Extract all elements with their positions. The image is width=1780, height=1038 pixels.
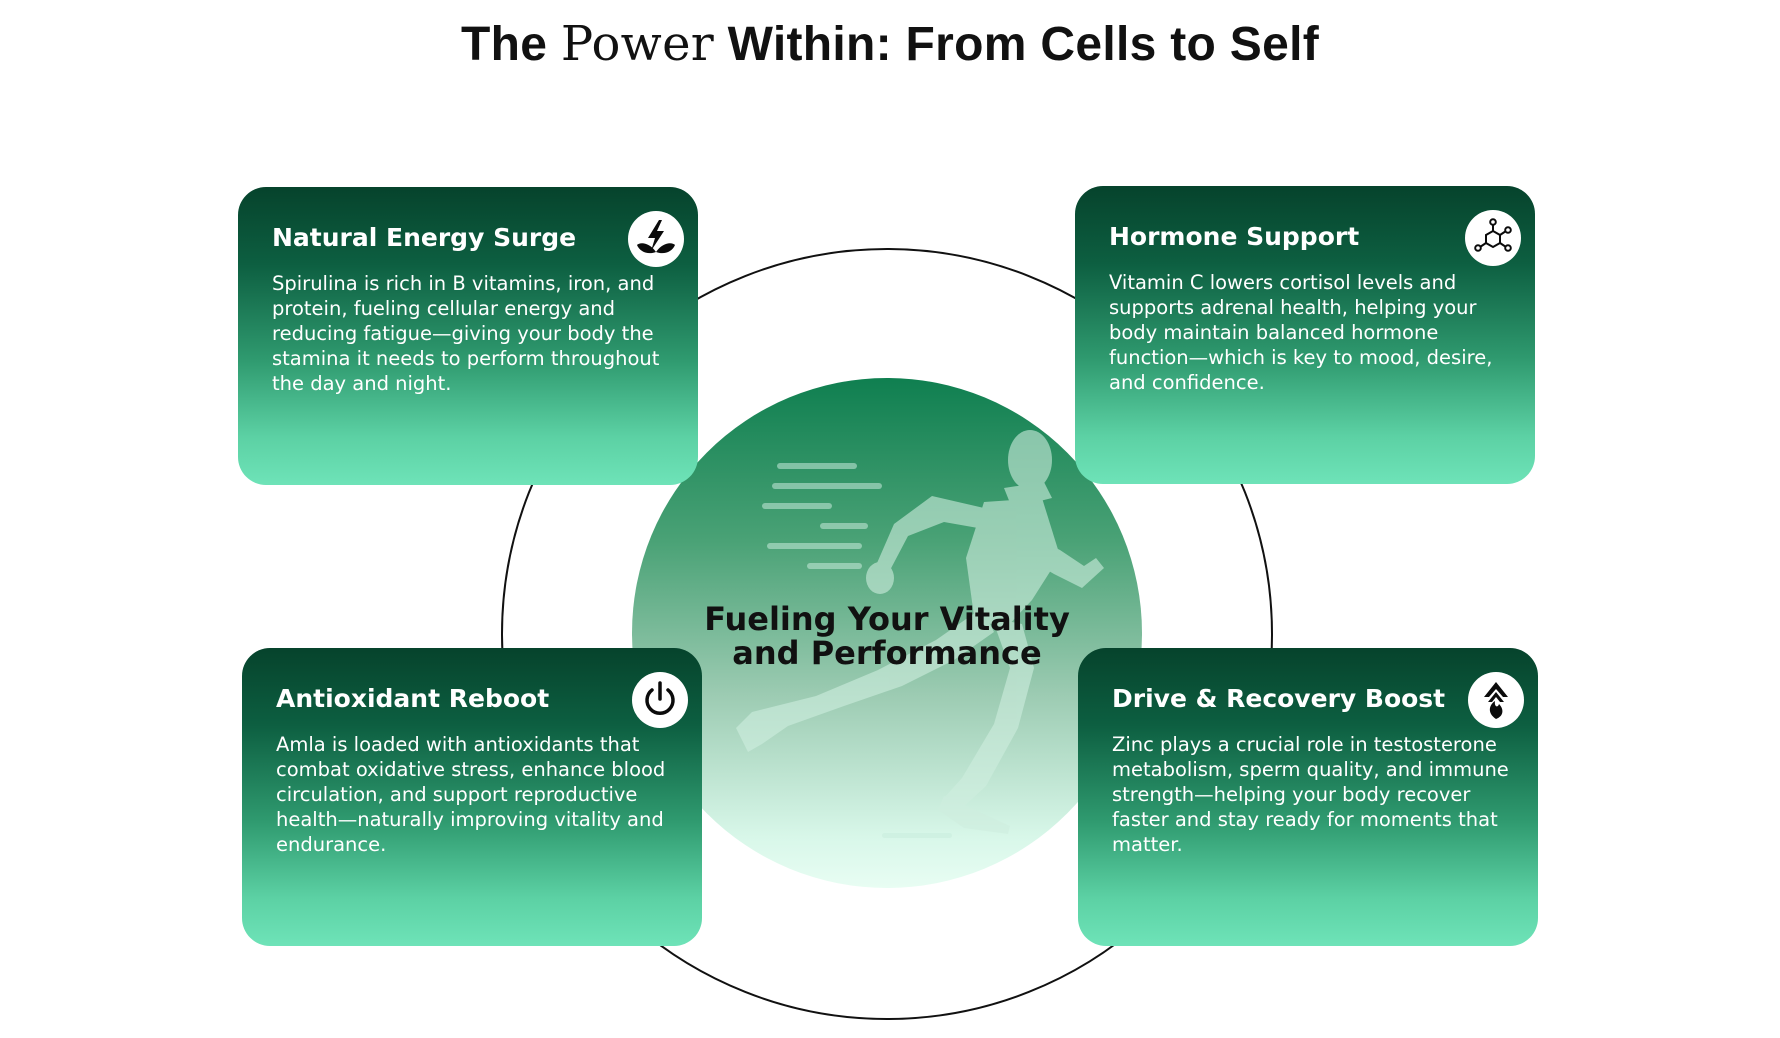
title-suffix: Within: From Cells to Self: [714, 18, 1320, 71]
card-body: Amla is loaded with antioxidants that co…: [276, 733, 666, 856]
card-body: Zinc plays a crucial role in testosteron…: [1112, 733, 1509, 856]
card-title: Hormone Support: [1109, 222, 1360, 251]
hub-label-line1: Fueling Your Vitality: [704, 600, 1070, 638]
arrow-flame-icon: [1484, 682, 1508, 719]
card-natural-energy-surge: Natural Energy Surge Spirulina is rich i…: [238, 187, 698, 485]
title-accent: Power: [560, 16, 715, 72]
title-prefix: The: [460, 18, 561, 71]
card-body: Spirulina is rich in B vitamins, iron, a…: [272, 272, 660, 395]
card-antioxidant-reboot: Antioxidant Reboot Amla is loaded with a…: [242, 648, 702, 946]
hub-label-line2: and Performance: [732, 634, 1042, 672]
icon-badge: [632, 672, 688, 728]
hub-circle: [632, 378, 1142, 888]
icon-badge: [1465, 210, 1521, 266]
page-title: The Power Within: From Cells to Self: [0, 16, 1780, 72]
connector-ring: [501, 248, 1273, 1020]
icon-badge: [1468, 672, 1524, 728]
running-man-icon: [736, 430, 1104, 838]
lightning-leaf-icon: [637, 220, 675, 254]
card-title: Natural Energy Surge: [272, 223, 577, 252]
card-title: Antioxidant Reboot: [276, 684, 550, 713]
card-body: Vitamin C lowers cortisol levels and sup…: [1109, 271, 1493, 394]
card-drive-recovery-boost: Drive & Recovery Boost Zinc plays a cruc…: [1078, 648, 1538, 946]
icon-badge: [628, 211, 684, 267]
card-title: Drive & Recovery Boost: [1112, 684, 1446, 713]
power-icon: [645, 681, 675, 715]
card-hormone-support: Hormone Support Vitamin C lowers cortiso…: [1075, 186, 1535, 484]
molecule-icon: [1474, 218, 1512, 252]
